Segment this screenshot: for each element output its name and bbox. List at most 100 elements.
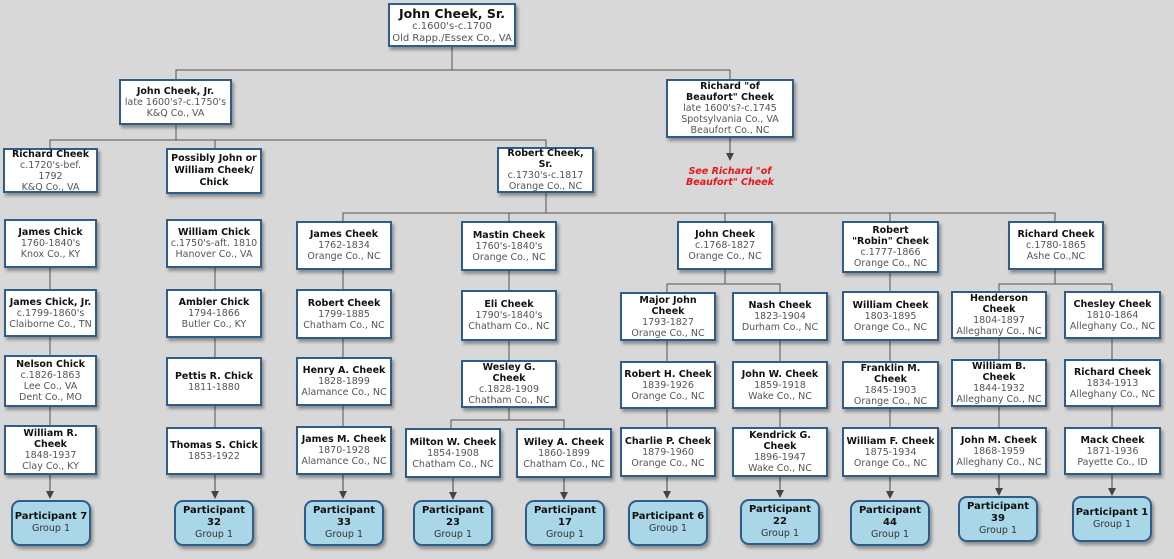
person-location: Chatham Co., NC	[303, 319, 385, 331]
person-name: Wiley A. Cheek	[523, 436, 605, 448]
person-box[interactable]: Mastin Cheek 1760's-1840's Orange Co., N…	[461, 221, 557, 271]
person-box[interactable]: Mack Cheek 1871-1936 Payette Co., ID	[1064, 427, 1161, 475]
person-location: Durham Co., NC	[741, 322, 819, 333]
person-box[interactable]: James Chick 1760-1840's Knox Co., KY	[4, 219, 97, 268]
person-box-robert-cheek-sr[interactable]: Robert Cheek, Sr. c.1730's-c.1817 Orange…	[497, 147, 594, 193]
person-box[interactable]: Robert Cheek 1799-1885 Chatham Co., NC	[296, 289, 392, 339]
person-name: John Cheek	[695, 229, 755, 240]
person-location: Alleghany Co., NC	[956, 326, 1042, 337]
person-box[interactable]: John Cheek c.1768-1827 Orange Co., NC	[677, 221, 773, 270]
person-box-richard-cheek[interactable]: Richard Cheek c.1720's-bef. 1792 K&Q Co.…	[3, 148, 98, 193]
person-box[interactable]: Kendrick G. Cheek 1896-1947 Wake Co., NC	[732, 427, 828, 477]
person-box[interactable]: Major John Cheek 1793-1827 Orange Co., N…	[620, 292, 716, 341]
participant-group: Group 1	[871, 529, 909, 540]
participant-group: Group 1	[32, 523, 70, 534]
person-dates: 1870-1928	[318, 445, 370, 456]
participant-label: Participant 33	[312, 505, 376, 528]
person-location: Orange Co., NC	[307, 251, 381, 262]
person-location: Alamance Co., NC	[301, 456, 387, 467]
person-box[interactable]: William F. Cheek 1875-1934 Orange Co., N…	[842, 427, 939, 477]
person-box[interactable]: Nelson Chick c.1826-1863 Lee Co., VA Den…	[4, 355, 97, 407]
participant-label: Participant 1	[1075, 507, 1149, 518]
person-box[interactable]: James Chick, Jr. c.1799-1860's Claiborne…	[4, 289, 97, 337]
participant-badge[interactable]: Participant 17 Group 1	[525, 500, 605, 546]
person-location: Dent Co., MO	[19, 392, 82, 403]
person-box[interactable]: Pettis R. Chick 1811-1880	[166, 357, 262, 406]
participant-badge[interactable]: Participant 39 Group 1	[958, 496, 1038, 542]
person-box[interactable]: Henry A. Cheek 1828-1899 Alamance Co., N…	[296, 357, 392, 406]
person-box[interactable]: Nash Cheek 1823-1904 Durham Co., NC	[732, 292, 828, 341]
person-name: Robert H. Cheek	[624, 368, 712, 380]
person-name: William Cheek	[852, 299, 929, 311]
person-box[interactable]: Henderson Cheek 1804-1897 Alleghany Co.,…	[951, 291, 1047, 339]
person-box[interactable]: Robert H. Cheek 1839-1926 Orange Co., NC	[620, 361, 716, 409]
participant-label: Participant 6	[631, 511, 705, 522]
person-location: Chatham Co., NC	[468, 321, 550, 332]
participant-badge[interactable]: Participant 44 Group 1	[850, 500, 930, 546]
person-name: William B. Cheek	[972, 361, 1026, 383]
see-richard-note[interactable]: See Richard "of Beaufort" Cheek	[686, 166, 774, 188]
person-dates: c.1600's-c.1700	[412, 20, 492, 32]
person-name: Eli Cheek	[484, 299, 534, 310]
person-location: Hanover Co., VA	[175, 249, 253, 260]
person-box[interactable]: Eli Cheek 1790's-1840's Chatham Co., NC	[461, 290, 557, 341]
participant-group: Group 1	[649, 523, 687, 534]
person-dates: 1853-1922	[188, 451, 240, 462]
person-box[interactable]: Chesley Cheek 1810-1864 Alleghany Co., N…	[1064, 291, 1161, 339]
person-box[interactable]: John W. Cheek 1859-1918 Wake Co., NC	[732, 361, 828, 409]
person-box-john-cheek-sr[interactable]: John Cheek, Sr. c.1600's-c.1700 Old Rapp…	[388, 3, 516, 47]
person-box[interactable]: William Cheek 1803-1895 Orange Co., NC	[842, 291, 939, 341]
person-name: Henry A. Cheek	[302, 365, 386, 376]
participant-badge[interactable]: Participant 6 Group 1	[628, 500, 708, 546]
person-dates: 1810-1864	[1086, 309, 1139, 321]
person-box[interactable]: Franklin M. Cheek 1845-1903 Orange Co., …	[842, 361, 939, 409]
person-location: Spotsylvania Co., VA	[681, 114, 779, 125]
person-dates: 1794-1866	[188, 308, 240, 319]
person-dates: c.1768-1827	[694, 240, 756, 251]
person-box-john-cheek-jr[interactable]: John Cheek, Jr. late 1600's?-c.1750's K&…	[119, 79, 232, 125]
participant-badge[interactable]: Participant 33 Group 1	[304, 500, 384, 546]
participant-label: Participant 39	[966, 501, 1030, 524]
person-location: Wake Co., NC	[748, 463, 812, 474]
person-box-richard-of-beaufort[interactable]: Richard "of Beaufort" Cheek late 1600's?…	[666, 79, 794, 138]
person-box[interactable]: William R. Cheek 1848-1937 Clay Co., KY	[4, 425, 97, 475]
person-dates: 1868-1959	[973, 445, 1025, 457]
participant-badge[interactable]: Participant 23 Group 1	[413, 500, 493, 546]
person-box[interactable]: Robert "Robin" Cheek c.1777-1866 Orange …	[842, 221, 939, 273]
person-box[interactable]: Richard Cheek c.1780-1865 Ashe Co.,NC	[1008, 221, 1104, 270]
person-box[interactable]: Wesley G. Cheek c.1828-1909 Chatham Co.,…	[461, 360, 557, 408]
person-box-possibly-john-or-william[interactable]: Possibly John or William Cheek/ Chick	[166, 148, 262, 194]
participant-badge[interactable]: Participant 1 Group 1	[1072, 496, 1152, 542]
person-box[interactable]: Thomas S. Chick 1853-1922	[166, 427, 262, 475]
participant-label: Participant 17	[533, 505, 597, 528]
participant-group: Group 1	[325, 529, 363, 540]
participant-badge[interactable]: Participant 7 Group 1	[11, 500, 91, 546]
person-box[interactable]: Richard Cheek 1834-1913 Alleghany Co., N…	[1064, 359, 1161, 407]
person-box[interactable]: Wiley A. Cheek 1860-1899 Chatham Co., NC	[516, 428, 612, 478]
person-dates: 1896-1947	[754, 452, 806, 463]
person-dates: 1860-1899	[538, 447, 590, 459]
person-box[interactable]: John M. Cheek 1868-1959 Alleghany Co., N…	[951, 427, 1047, 475]
person-box[interactable]: Milton W. Cheek 1854-1908 Chatham Co., N…	[405, 428, 501, 478]
person-dates: c.1750's-aft. 1810	[170, 238, 258, 249]
participant-group: Group 1	[761, 528, 799, 539]
person-box[interactable]: William Chick c.1750's-aft. 1810 Hanover…	[166, 219, 262, 268]
person-name: James Chick	[18, 227, 83, 238]
person-name: Robert Cheek	[307, 297, 381, 309]
person-box[interactable]: Charlie P. Cheek 1879-1960 Orange Co., N…	[620, 427, 716, 477]
person-box[interactable]: James Cheek 1762-1834 Orange Co., NC	[296, 221, 392, 270]
person-name: Henderson Cheek	[969, 293, 1029, 315]
person-dates: 1834-1913	[1086, 377, 1139, 389]
participant-badge[interactable]: Participant 32 Group 1	[174, 500, 254, 546]
person-dates: late 1600's?-c.1750's	[124, 96, 227, 108]
participant-label: Participant 32	[182, 505, 246, 528]
person-location: Alamance Co., NC	[301, 387, 387, 398]
person-name: Franklin M. Cheek	[860, 363, 921, 385]
person-box[interactable]: William B. Cheek 1844-1932 Alleghany Co.…	[951, 359, 1047, 407]
person-dates: 1848-1937	[24, 450, 77, 461]
person-box[interactable]: James M. Cheek 1870-1928 Alamance Co., N…	[296, 426, 392, 475]
person-box[interactable]: Ambler Chick 1794-1866 Butler Co., KY	[166, 289, 262, 338]
person-dates: late 1600's?-c.1745	[683, 103, 777, 114]
person-location: Alleghany Co., NC	[956, 394, 1042, 405]
participant-badge[interactable]: Participant 22 Group 1	[740, 499, 820, 545]
